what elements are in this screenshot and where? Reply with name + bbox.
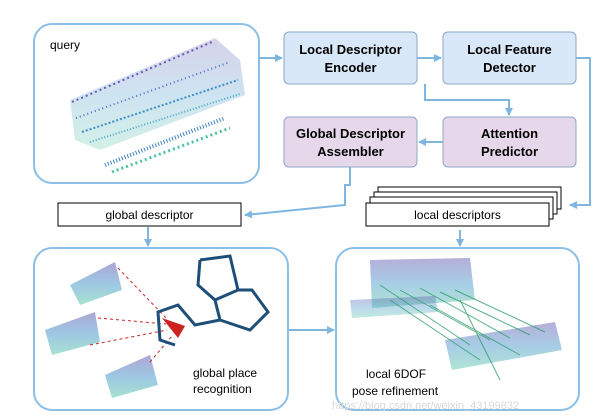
flow-arrows <box>144 54 591 334</box>
map-trajectory <box>156 254 270 347</box>
global-place-label-line2: recognition <box>193 382 252 396</box>
attention-predictor-box: Attention Predictor <box>442 116 577 168</box>
local-pose-label-line2: pose refinement <box>352 384 439 398</box>
local-descriptor-encoder-line1: Local Descriptor <box>299 42 402 57</box>
global-descriptor-output: global descriptor <box>57 202 242 227</box>
local-pose-label-line1: local 6DOF <box>366 367 426 381</box>
local-descriptor-encoder-line2: Encoder <box>324 60 376 75</box>
global-descriptor-assembler-box: Global Descriptor Assembler <box>283 116 418 168</box>
local-pose-panel: local 6DOF pose refinement <box>335 247 580 411</box>
watermark-text: https://blog.csdn.net/weixin_43199832 <box>332 400 519 412</box>
feature-match-lines <box>379 284 546 381</box>
local-feature-detector-line2: Detector <box>483 60 536 75</box>
attention-predictor-line1: Attention <box>481 126 538 141</box>
global-descriptor-assembler-line2: Assembler <box>317 144 383 159</box>
local-descriptors-label: local descriptors <box>414 208 501 222</box>
local-feature-detector-box: Local Feature Detector <box>442 31 577 85</box>
local-descriptor-encoder-box: Local Descriptor Encoder <box>283 31 418 85</box>
global-place-label-line1: global place <box>193 366 257 380</box>
query-point-cloud <box>70 38 245 174</box>
global-descriptor-assembler-line1: Global Descriptor <box>296 126 405 141</box>
attention-predictor-line2: Predictor <box>481 144 538 159</box>
local-feature-detector-line1: Local Feature <box>467 42 552 57</box>
arrow-assembler-to-global-descriptor <box>244 167 351 219</box>
global-descriptor-label: global descriptor <box>105 208 193 222</box>
query-panel: query <box>33 23 260 184</box>
global-place-panel: global place recognition <box>33 247 289 411</box>
database-point-clouds <box>45 262 158 398</box>
query-match-marker <box>162 318 185 338</box>
arrow-encoder-to-attention <box>424 84 513 116</box>
query-label: query <box>50 38 80 52</box>
arrow-detector-to-local-descriptors <box>569 57 591 209</box>
local-descriptors-output: local descriptors <box>365 186 562 227</box>
